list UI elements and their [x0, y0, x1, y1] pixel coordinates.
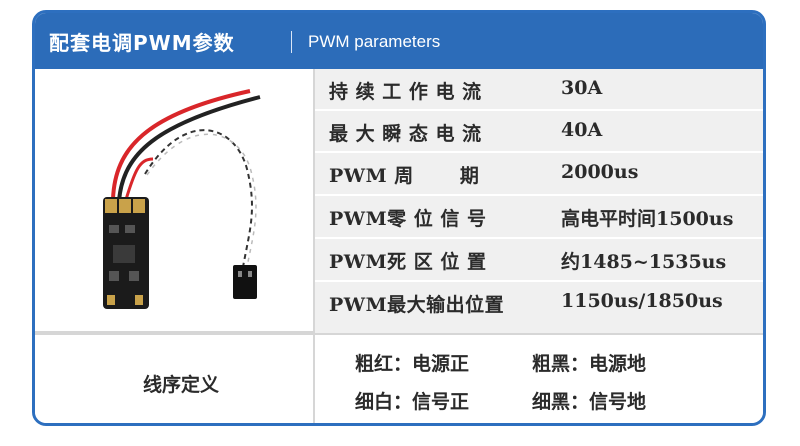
param-value: 30A — [561, 77, 603, 99]
header-bar: 配套电调PWM参数 PWM parameters — [35, 13, 763, 69]
param-value: 2000us — [561, 161, 639, 183]
wiring-item: 细黑：信号地 — [532, 391, 647, 413]
param-name: 最 大 瞬 态 电 流 — [329, 123, 482, 145]
param-row: 持 续 工 作 电 流 30A — [315, 69, 763, 111]
param-name: PWM死 区 位 置 — [329, 251, 487, 273]
param-table: 持 续 工 作 电 流 30A 最 大 瞬 态 电 流 40A PWM 周 期 … — [315, 69, 763, 333]
param-value: 1150us/1850us — [561, 290, 723, 312]
wiring-item: 粗红：电源正 — [355, 353, 470, 375]
param-value: 高电平时间1500us — [561, 208, 734, 230]
wiring-item: 细白：信号正 — [355, 391, 470, 413]
header-divider — [291, 31, 292, 53]
header-title: 配套电调PWM参数 — [49, 31, 235, 55]
wiring-section: 线序定义 粗红：电源正 粗黑：电源地 细白：信号正 细黑：信号地 — [35, 333, 763, 423]
param-row: PWM死 区 位 置 约1485~1535us — [315, 239, 763, 282]
param-name: PWM 周 期 — [329, 165, 480, 187]
param-name: PWM零 位 信 号 — [329, 208, 487, 230]
esc-product-image — [35, 69, 315, 333]
param-value: 约1485~1535us — [561, 251, 727, 273]
spec-card: 配套电调PWM参数 PWM parameters — [32, 10, 766, 426]
param-row: PWM 周 期 2000us — [315, 153, 763, 196]
wiring-item: 粗黑：电源地 — [532, 353, 647, 375]
param-row: PWM最大输出位置 1150us/1850us — [315, 282, 763, 333]
param-name: PWM最大输出位置 — [329, 294, 505, 316]
wiring-label-cell: 线序定义 — [35, 335, 315, 423]
param-name: 持 续 工 作 电 流 — [329, 81, 482, 103]
esc-illustration — [103, 89, 261, 309]
param-row: 最 大 瞬 态 电 流 40A — [315, 111, 763, 153]
wiring-label: 线序定义 — [143, 374, 220, 396]
param-value: 40A — [561, 119, 603, 141]
header-subtitle: PWM parameters — [308, 32, 441, 51]
param-row: PWM零 位 信 号 高电平时间1500us — [315, 196, 763, 239]
